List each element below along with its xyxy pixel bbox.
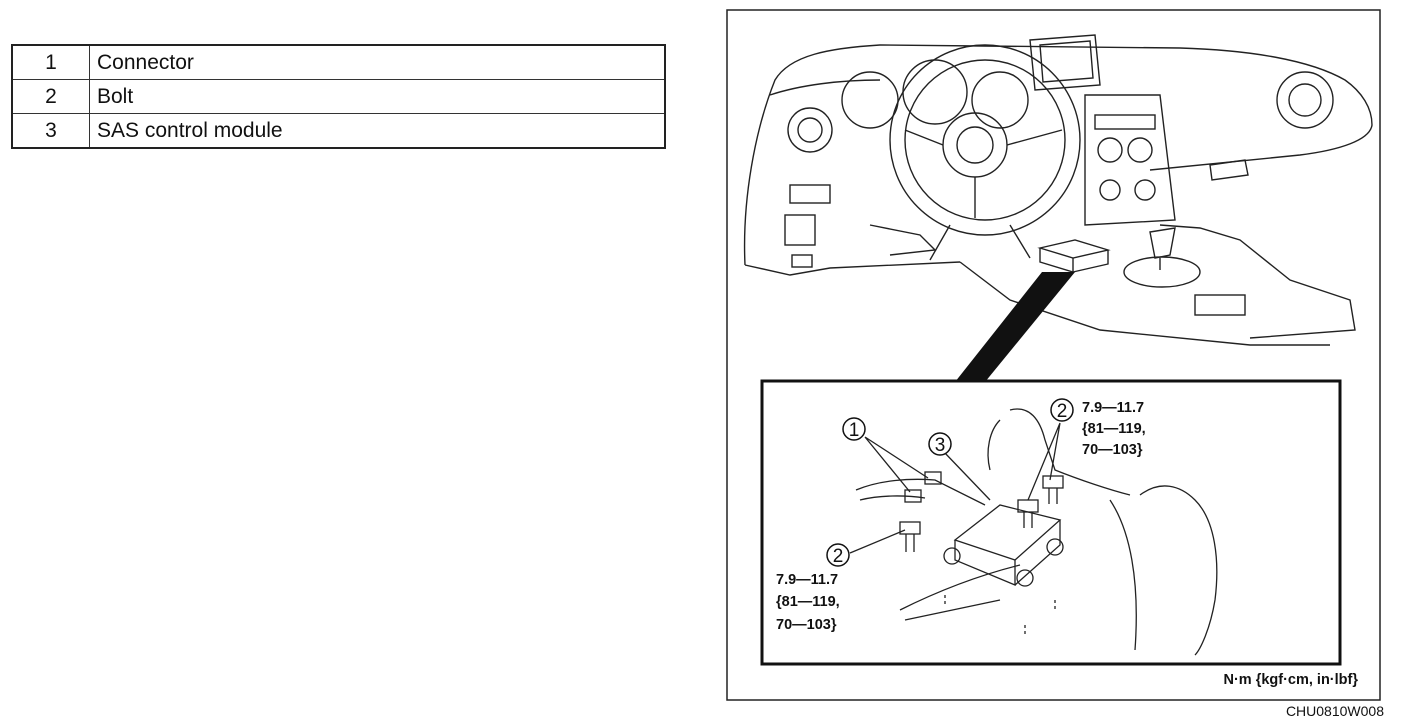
leader-bolt-left xyxy=(849,529,906,554)
mount-tab xyxy=(943,547,961,565)
module-location-top xyxy=(1037,239,1111,259)
tunnel-edge xyxy=(1139,485,1218,656)
floor-line xyxy=(959,261,1330,346)
table-row: 1 Connector xyxy=(11,44,666,80)
torque-line: {81—119, xyxy=(776,594,840,610)
torque-spec-left: 7.9—11.7 {81—119, 70—103} xyxy=(776,572,840,633)
callout-number: 3 xyxy=(935,435,946,456)
vent-right xyxy=(1276,71,1334,129)
leader-module xyxy=(943,451,991,501)
callout-number: 2 xyxy=(833,546,844,567)
part-name: Bolt xyxy=(89,79,666,114)
part-name: SAS control module xyxy=(89,113,666,149)
callout-module: 3 xyxy=(928,432,952,456)
bolt-left xyxy=(899,521,921,552)
mount-tab xyxy=(1046,538,1064,556)
glovebox-handle xyxy=(1209,159,1249,181)
steering-hub xyxy=(942,112,1008,178)
torque-line: {81—119, xyxy=(1082,421,1146,437)
table-row: 3 SAS control module xyxy=(11,113,666,149)
console-outline xyxy=(1159,224,1356,339)
floor-panel xyxy=(1009,408,1131,496)
meter-left xyxy=(841,71,899,129)
center-stack xyxy=(1084,94,1176,226)
callout-number: 1 xyxy=(849,420,860,441)
torque-line: 7.9—11.7 xyxy=(1082,400,1144,416)
callout-bolt-right: 2 xyxy=(1050,398,1074,422)
callout-bolt-left: 2 xyxy=(826,543,850,567)
dashboard-illustration xyxy=(743,34,1373,346)
table-row: 2 Bolt xyxy=(11,79,666,114)
torque-line: 70—103} xyxy=(776,617,837,633)
module-front xyxy=(954,540,1016,586)
mount-tab xyxy=(1016,569,1034,587)
parts-table: 1 Connector 2 Bolt 3 SAS control module xyxy=(11,44,666,149)
part-number: 3 xyxy=(11,113,90,149)
figure-code: CHU0810W008 xyxy=(1286,703,1384,719)
figure-frame xyxy=(726,9,1381,701)
zoom-pointer xyxy=(955,272,1075,382)
leader-connector xyxy=(864,436,929,493)
callout-connector: 1 xyxy=(842,417,866,441)
vent-left xyxy=(787,107,833,153)
shift-boot xyxy=(1123,256,1201,288)
dash-outline xyxy=(743,44,1373,266)
detail-illustration xyxy=(849,408,1218,656)
meter-center xyxy=(902,59,968,125)
torque-line: 70—103} xyxy=(1082,442,1143,458)
unit-label: N·m {kgf·cm, in·lbf} xyxy=(1223,672,1358,688)
part-name: Connector xyxy=(89,44,666,80)
steering-column xyxy=(929,224,1031,261)
connector-a xyxy=(924,471,942,485)
torque-line: 7.9—11.7 xyxy=(776,572,838,588)
steering-wheel xyxy=(889,44,1081,236)
parts-table-body: 1 Connector 2 Bolt 3 SAS control module xyxy=(11,44,666,149)
torque-spec-right: 7.9—11.7 {81—119, 70—103} xyxy=(1082,400,1146,458)
bolt-right xyxy=(1042,475,1064,504)
shift-knob xyxy=(1149,227,1176,259)
connector-b xyxy=(904,489,922,503)
display-screen xyxy=(1029,34,1101,91)
leader-bolt-right xyxy=(1027,422,1061,501)
switch-panel xyxy=(789,184,831,204)
meter-right xyxy=(971,71,1029,129)
wire-harness xyxy=(855,478,986,506)
callout-number: 2 xyxy=(1057,401,1068,422)
